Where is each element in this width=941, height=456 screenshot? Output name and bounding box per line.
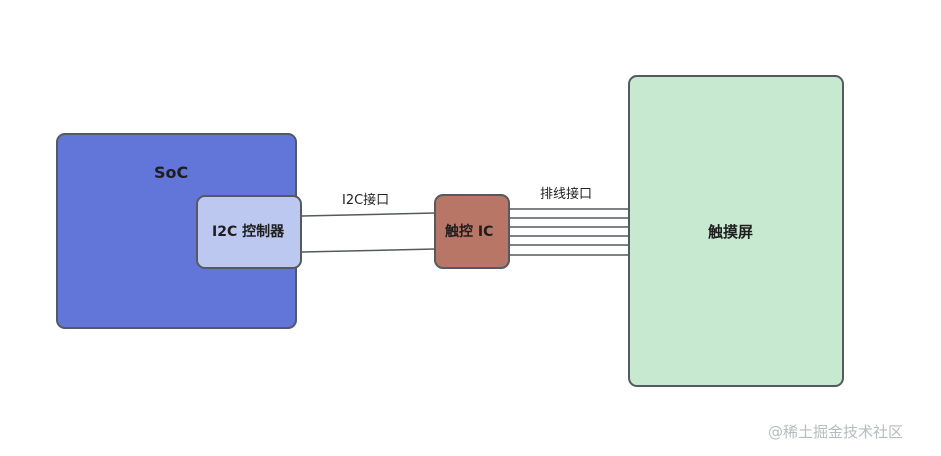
touch-ic-block bbox=[434, 194, 510, 269]
i2c-controller-block bbox=[196, 195, 302, 269]
touch-screen-block bbox=[628, 75, 844, 387]
i2c-controller-label: I2C 控制器 bbox=[212, 224, 285, 240]
i2c-line-1 bbox=[301, 212, 436, 217]
touch-ic-label: 触控 IC bbox=[445, 224, 494, 240]
i2c-line-2 bbox=[301, 248, 436, 253]
flex-interface-label: 排线接口 bbox=[540, 187, 593, 202]
soc-label: SoC bbox=[154, 163, 189, 182]
watermark: @稀土掘金技术社区 bbox=[768, 423, 904, 441]
touch-screen-label: 触摸屏 bbox=[708, 223, 754, 241]
i2c-interface-label: I2C接口 bbox=[342, 193, 390, 208]
